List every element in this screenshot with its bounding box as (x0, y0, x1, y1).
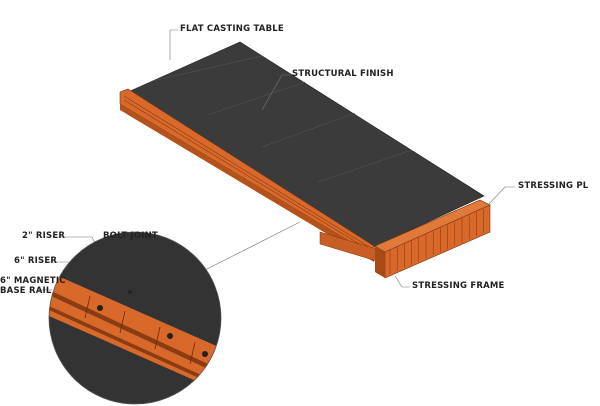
label-stressing-frame: STRESSING FRAME (412, 281, 505, 291)
label-2in-riser: 2" RISER (22, 231, 66, 241)
label-6in-riser: 6" RISER (14, 256, 58, 266)
rail-details (123, 95, 375, 254)
label-magnetic-base-rail-1: 6" MAGNETIC (0, 276, 66, 286)
label-magnetic-base-rail-2: BASE RAIL (0, 286, 52, 296)
label-flat-casting-table: FLAT CASTING TABLE (180, 24, 284, 34)
stressing-ribs (389, 209, 484, 274)
rail-lower (120, 104, 374, 262)
stressing-frame-side (375, 246, 385, 278)
label-structural-finish: STRUCTURAL FINISH (292, 69, 394, 79)
label-stressing-pl: STRESSING PL (518, 181, 589, 191)
panel-seams (151, 55, 413, 183)
label-bolt-joint: BOLT JOINT (103, 231, 158, 241)
detail-magnifier (49, 232, 221, 404)
